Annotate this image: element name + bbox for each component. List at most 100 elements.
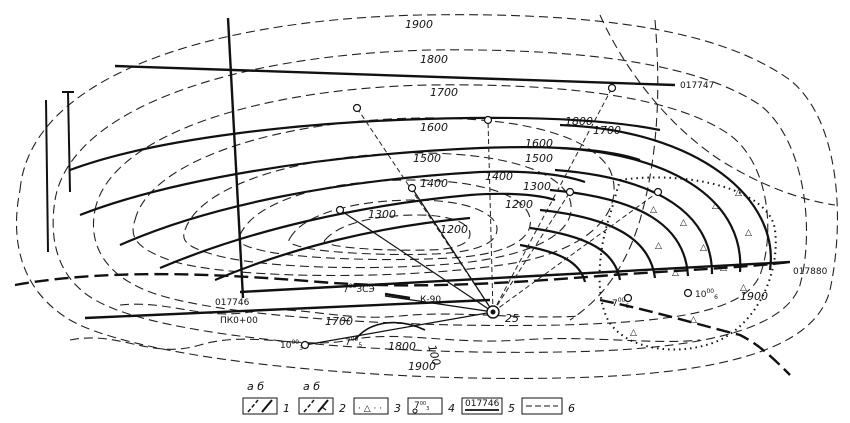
contour-closure-5 — [323, 214, 471, 251]
legend-num: 2 — [339, 402, 346, 415]
legend-num: 3 — [394, 402, 401, 415]
central-well-label: 25 — [505, 312, 519, 325]
thick-arc-1 — [559, 123, 772, 271]
triangle-mark: △ — [630, 328, 637, 338]
thick-arc-3 — [554, 168, 714, 275]
legend-sub-label: а б — [303, 380, 320, 393]
well-marker — [683, 288, 693, 298]
contour-label: 1400 — [485, 170, 513, 183]
ray-2 — [487, 119, 494, 313]
ray-5 — [492, 191, 659, 313]
contour-label: 1200 — [505, 198, 533, 211]
well-label-w5: 10006 — [695, 288, 718, 301]
legend-num: 4 — [448, 402, 455, 415]
thick-contour-3 — [119, 170, 586, 247]
legend-glyph — [317, 399, 329, 413]
contour-closure-4 — [288, 199, 498, 256]
well-label-w3: 7005 — [345, 336, 362, 349]
legend-box-6 — [521, 397, 563, 415]
thick-contours — [69, 116, 772, 283]
thick-arc-5 — [539, 208, 657, 279]
contour-lower-wave-2 — [119, 303, 581, 318]
profile-label-left: 017746 — [215, 298, 250, 308]
profile-label-right: 017880 — [793, 267, 828, 277]
profile-labels: 017747 017880 017746 ПК0+00 — [215, 81, 828, 326]
wells: 25 К-90 100 — [300, 83, 693, 367]
rays — [304, 87, 659, 346]
contour-1700-outer — [93, 84, 769, 327]
well-marker — [483, 115, 493, 125]
faults — [14, 260, 791, 376]
legend-glyph — [321, 406, 327, 411]
ray-6 — [339, 209, 494, 313]
dotted-zone-boundary — [598, 176, 777, 351]
k90-marker — [384, 292, 411, 300]
legend: а б 1 а б 2 · △ · · 3 7003 4 017746 5 6 — [242, 380, 575, 415]
profile-label-top: 017747 — [680, 81, 714, 91]
well-marker — [653, 187, 663, 197]
well-marker — [335, 205, 345, 215]
contour-label: 1500 — [525, 152, 553, 165]
legend-num: 1 — [283, 402, 290, 415]
ray-8 — [304, 311, 494, 346]
contour-label: 1800 — [388, 340, 416, 353]
profile-017747 — [114, 64, 676, 87]
well-label-w1: 700ЗСЭ — [343, 283, 375, 295]
contour-upper-right-2 — [569, 19, 659, 321]
contour-label: 1600 — [420, 121, 448, 134]
contour-label: 1500 — [413, 152, 441, 165]
contour-label: 1800 — [420, 53, 448, 66]
triangle-mark: △ — [655, 241, 662, 251]
contour-label: 1600 — [525, 137, 553, 150]
contour-upper-right-1 — [599, 14, 836, 206]
legend-box-4 — [407, 397, 443, 415]
contour-label: 1900 — [408, 360, 436, 373]
contour-labels: 1900 1800 1700 1600 1500 1400 1300 1200 … — [325, 18, 768, 373]
contour-label: 1900 — [405, 18, 433, 31]
triangle-mark: △ — [712, 201, 719, 211]
contour-label: 1300 — [368, 208, 396, 221]
well-marker — [565, 187, 575, 197]
contour-1800-outer — [52, 49, 808, 353]
contour-1900-outer — [15, 14, 838, 380]
contour-label: 1800 — [565, 115, 593, 128]
contour-label: 1400 — [420, 177, 448, 190]
well-labels: 700ЗСЭ 10003 7005 7006 10006 — [280, 283, 718, 352]
legend-well-glyph — [412, 408, 418, 414]
profile-picket-label: ПК0+00 — [220, 316, 258, 326]
legend-glyph: · △ · · — [358, 404, 382, 414]
depth-label-100: 100 — [425, 343, 443, 367]
fault-lower-left — [354, 321, 426, 341]
central-well-inner — [490, 309, 496, 315]
legend-glyph — [261, 399, 273, 413]
well-marker — [407, 183, 417, 193]
fault-main — [14, 260, 791, 287]
well-marker — [607, 83, 617, 93]
triangle-mark: △ — [680, 218, 687, 228]
triangle-mark: △ — [650, 205, 657, 215]
legend-num: 5 — [508, 402, 515, 415]
triangle-mark: △ — [745, 228, 752, 238]
legend-box-3 — [353, 397, 389, 415]
outer-contours — [15, 14, 838, 380]
fault-lower — [599, 298, 791, 376]
legend-glyph: 017746 — [465, 399, 500, 409]
well-marker — [300, 340, 310, 350]
thick-arc-4 — [549, 188, 690, 277]
well-marker — [352, 103, 362, 113]
thick-contour-1 — [69, 116, 661, 172]
triangle-mark: △ — [690, 315, 697, 325]
ray-9 — [384, 295, 494, 313]
contour-label: 1700 — [325, 315, 353, 328]
contour-label: 1700 — [430, 86, 458, 99]
thick-contour-5 — [214, 216, 471, 282]
legend-box-1 — [242, 397, 278, 415]
legend-box-5 — [461, 397, 503, 415]
well-label-w2: 10003 — [280, 339, 303, 352]
ray-7 — [411, 187, 494, 313]
ray-3 — [492, 87, 613, 313]
contour-label: 1900 — [740, 290, 768, 303]
triangle-mark: △ — [672, 268, 679, 278]
well-label-w4: 7006 — [612, 297, 629, 310]
